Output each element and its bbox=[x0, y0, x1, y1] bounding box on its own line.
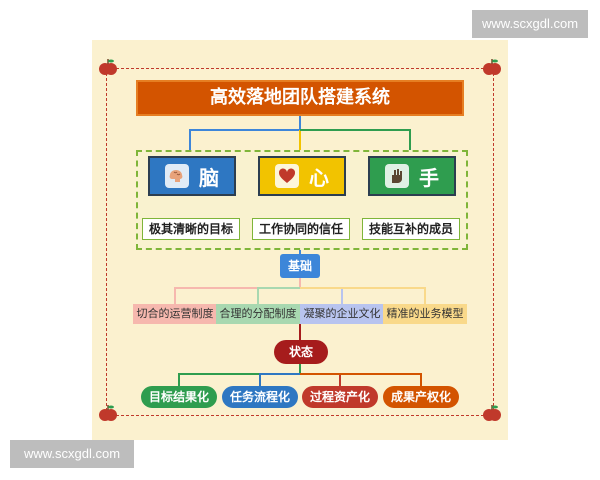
state-badge: 状态 bbox=[274, 340, 328, 364]
diagram-poster: 高效落地团队搭建系统 脑 心 手 极其清晰的目标 工作协同的信任 技能互补的成员… bbox=[92, 40, 508, 440]
apple-icon bbox=[99, 405, 117, 421]
foundation-badge: 基础 bbox=[280, 254, 320, 278]
foundation-item: 切合的运营制度 bbox=[133, 304, 217, 324]
pillar-label: 技能互补的成员 bbox=[362, 218, 460, 240]
pillar-label: 极其清晰的目标 bbox=[142, 218, 240, 240]
hand-icon bbox=[385, 164, 409, 188]
brain-icon bbox=[165, 164, 189, 188]
pillar-brain-card: 脑 bbox=[148, 156, 236, 196]
apple-icon bbox=[99, 59, 117, 75]
pillar-hand-card: 手 bbox=[368, 156, 456, 196]
foundation-item: 凝聚的企业文化 bbox=[300, 304, 384, 324]
apple-icon bbox=[483, 405, 501, 421]
pillar-name: 脑 bbox=[199, 165, 219, 190]
apple-icon bbox=[483, 59, 501, 75]
state-item: 过程资产化 bbox=[302, 386, 378, 408]
foundation-item: 精准的业务模型 bbox=[383, 304, 467, 324]
diagram-title: 高效落地团队搭建系统 bbox=[136, 80, 464, 116]
state-item: 成果产权化 bbox=[383, 386, 459, 408]
watermark-bottom: www.scxgdl.com bbox=[10, 440, 134, 468]
heart-icon bbox=[275, 164, 299, 188]
foundation-item: 合理的分配制度 bbox=[216, 304, 300, 324]
pillar-label: 工作协同的信任 bbox=[252, 218, 350, 240]
pillar-heart-card: 心 bbox=[258, 156, 346, 196]
watermark-top: www.scxgdl.com bbox=[472, 10, 588, 38]
state-item: 任务流程化 bbox=[222, 386, 298, 408]
dashed-frame bbox=[106, 68, 494, 416]
pillar-name: 心 bbox=[309, 165, 329, 190]
state-item: 目标结果化 bbox=[141, 386, 217, 408]
pillar-name: 手 bbox=[419, 165, 439, 190]
